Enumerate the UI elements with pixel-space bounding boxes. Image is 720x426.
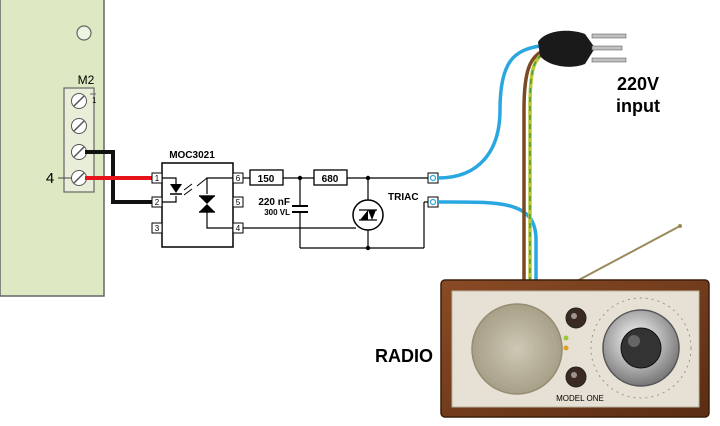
opto-pin-2: 2 [155,198,160,207]
opto-pin-1: 1 [155,174,160,183]
capacitor-value: 220 nF [258,197,290,208]
pin-label-4: 4 [46,170,54,187]
radio-label: RADIO [375,346,433,366]
resistor-150-value: 150 [258,174,275,185]
board-wires [85,150,162,204]
radio-model-label: MODEL ONE [556,394,604,403]
connector-label: M2 [78,73,95,87]
power-caption: input [616,96,660,116]
power-voltage: 220V [617,74,659,94]
optocoupler: MOC3021 1 2 3 4 5 6 [151,150,244,248]
blue-wire-top [437,44,541,180]
terminal-bottom [427,196,439,208]
mounting-hole [76,25,92,41]
capacitor-voltage: 300 VL [264,208,290,217]
plug-pin-1 [591,33,627,39]
blue-wire-bottom [437,200,538,282]
radio-led-green [563,335,569,341]
radio-antenna [574,225,681,283]
yellow-green-wire [528,50,547,282]
plug-pin-3 [591,57,627,63]
led-symbol [170,184,182,193]
opto-pin-6: 6 [236,174,241,183]
radio-tuning-center [620,327,662,369]
plug-pin-2 [591,45,623,51]
opto-pin-3: 3 [155,224,160,233]
opto-pin-5: 5 [236,198,241,207]
triac-label: TRIAC [388,192,419,203]
mains-cable [437,44,547,282]
terminal-top [427,172,439,184]
power-plug: 220V input [538,30,660,116]
svg-text:1: 1 [92,96,97,105]
triac-network: 150 680 220 nF 300 VL TRIAC [243,169,439,251]
radio-dial-scale [590,297,692,399]
radio-speaker [471,303,563,395]
control-board: M2 1 4 [0,0,105,297]
radio-led-amber [563,345,569,351]
radio: MODEL ONE RADIO [375,224,710,418]
plug-body [538,30,595,67]
optocoupler-body [161,162,234,248]
opto-pin-4: 4 [236,224,241,233]
resistor-680-value: 680 [322,174,339,185]
optocoupler-name: MOC3021 [169,150,215,161]
